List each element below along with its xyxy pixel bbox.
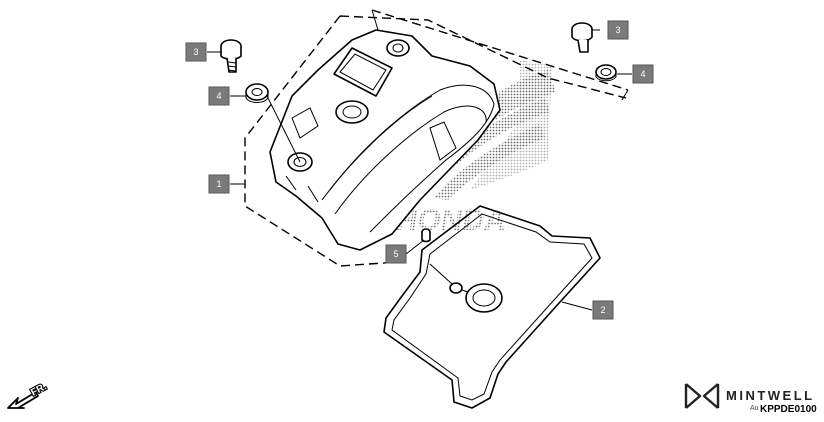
callout-2: 2 bbox=[592, 300, 614, 320]
brand-name: MINTWELL bbox=[726, 388, 815, 403]
callout-1: 1 bbox=[208, 174, 230, 194]
assembly-outline-top bbox=[371, 9, 629, 91]
diagram-code: KPPDE0100 bbox=[760, 404, 817, 415]
front-arrow-icon bbox=[7, 391, 39, 409]
svg-text:3: 3 bbox=[193, 47, 198, 57]
front-direction-marker: FR. bbox=[7, 380, 50, 409]
sealing-washer-right bbox=[595, 64, 617, 82]
svg-text:5: 5 bbox=[393, 249, 398, 259]
brand-logo: MINTWELL Au bbox=[684, 383, 815, 412]
callout-4-left: 4 bbox=[208, 86, 230, 106]
svg-text:3: 3 bbox=[615, 25, 620, 35]
front-label: FR. bbox=[29, 381, 49, 398]
head-cover-gasket bbox=[383, 205, 601, 409]
cylinder-head-cover bbox=[269, 29, 501, 251]
svg-text:4: 4 bbox=[216, 91, 221, 101]
outline-ticks bbox=[371, 9, 629, 101]
cover-bolt-right bbox=[571, 22, 593, 53]
brand-subtitle: Au bbox=[750, 405, 759, 412]
callout-3-left: 3 bbox=[185, 42, 207, 62]
mintwell-mark-icon bbox=[684, 383, 720, 409]
cover-bolt-left bbox=[220, 39, 242, 73]
callout-4-right: 4 bbox=[632, 64, 654, 84]
assembly-outline-dashed bbox=[244, 15, 627, 267]
svg-text:4: 4 bbox=[640, 69, 645, 79]
svg-text:1: 1 bbox=[216, 179, 221, 189]
leader-lines bbox=[207, 29, 632, 311]
svg-text:2: 2 bbox=[600, 305, 605, 315]
callout-3-right: 3 bbox=[607, 20, 629, 40]
dowel-pin bbox=[421, 228, 431, 243]
sealing-washer-left bbox=[245, 83, 269, 103]
callout-5: 5 bbox=[385, 244, 407, 264]
